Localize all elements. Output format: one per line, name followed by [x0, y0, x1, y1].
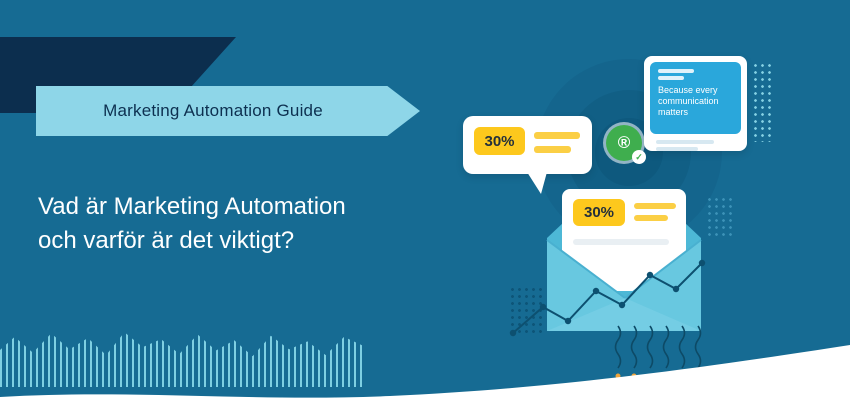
title-line-2: och varför är det viktigt?: [38, 227, 295, 254]
card-text-line-3: matters: [658, 107, 689, 117]
skeleton-line: [658, 69, 694, 73]
letter-discount-badge: 30%: [573, 199, 625, 226]
bottom-wave: [0, 345, 850, 409]
text-line-placeholder: [634, 215, 668, 221]
dot-pattern-top-right: [752, 62, 773, 142]
text-line-placeholder: [573, 239, 669, 245]
chat-bubble-tail: [527, 172, 547, 194]
line-chart-icon: [509, 259, 706, 337]
page-title: Vad är Marketing Automation och varför ä…: [38, 190, 346, 258]
card-text-line-2: communication: [658, 96, 719, 106]
skeleton-line: [656, 147, 698, 151]
banner-label: Marketing Automation Guide: [103, 101, 323, 120]
title-banner: Marketing Automation Guide: [36, 86, 420, 136]
skeleton-line: [658, 76, 684, 80]
text-line-placeholder: [534, 132, 580, 139]
registered-trademark-icon: ® ✓: [606, 125, 646, 164]
message-card: Because every communication matters: [644, 56, 747, 151]
title-line-1: Vad är Marketing Automation: [38, 193, 346, 220]
text-line-placeholder: [634, 203, 676, 209]
check-icon: ✓: [632, 150, 646, 164]
envelope-front: [546, 239, 702, 331]
message-card-bubble: Because every communication matters: [650, 62, 741, 134]
dot-pattern-envelope-right: [706, 196, 734, 238]
discount-badge: 30%: [474, 127, 525, 155]
skeleton-line: [656, 140, 714, 144]
registered-symbol: ®: [617, 133, 631, 152]
card-text-line-1: Because every: [658, 85, 718, 95]
text-line-placeholder: [534, 146, 571, 153]
chat-bubble: 30%: [463, 116, 592, 194]
